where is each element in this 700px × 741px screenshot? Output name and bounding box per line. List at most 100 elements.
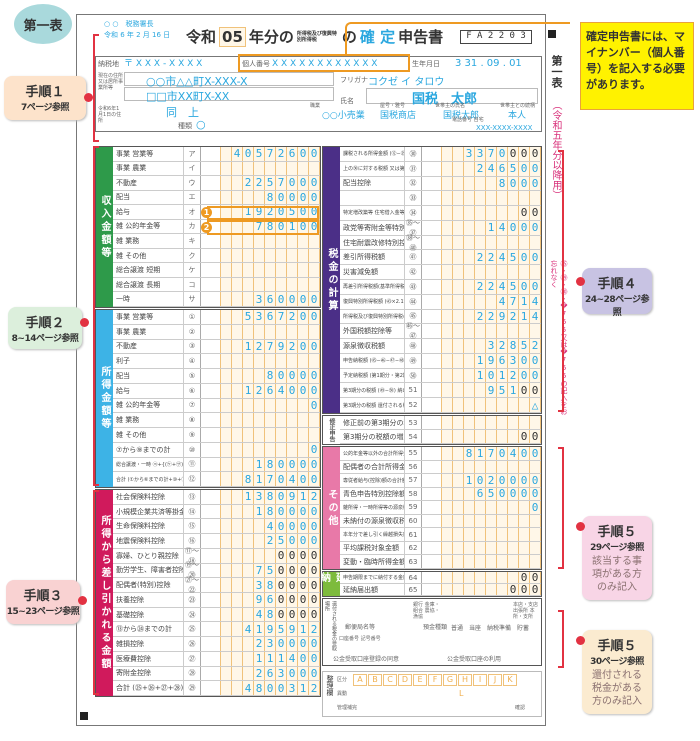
amount-digit-cell [475, 206, 486, 220]
row-label: 勤労学生、障害者控除 [113, 563, 184, 578]
name-field[interactable]: 国税 太郎 [412, 92, 478, 107]
mynumber-field[interactable]: X X X X X X X X X X X X [272, 59, 378, 69]
amount-field[interactable] [422, 416, 541, 429]
amount-digit-cell [475, 265, 486, 279]
birthdate-field[interactable]: 3 31 . 09 . 01 [455, 58, 522, 69]
deposit-type-option[interactable]: 納税準備 [487, 625, 512, 632]
furigana-field[interactable]: コクゼ イ タロウ [368, 77, 445, 88]
amount-field[interactable]: 0 [422, 501, 541, 514]
amount-field[interactable] [422, 514, 541, 528]
postal-code-field[interactable]: 〒 X X X - X X X X [124, 59, 203, 69]
amount-digit-cell [486, 294, 497, 309]
deposit-type-option[interactable]: 当座 [469, 625, 482, 632]
amount-digit-cell: 0 [309, 147, 320, 161]
amount-field[interactable]: 0 [201, 398, 320, 413]
amount-field[interactable] [201, 413, 320, 427]
amount-field[interactable] [201, 354, 320, 368]
amount-field[interactable] [201, 428, 320, 442]
yago-field[interactable]: 国税商店 [380, 111, 417, 121]
shurui-field[interactable]: ○ [196, 118, 206, 131]
amount-field[interactable] [422, 541, 541, 555]
tel-field[interactable]: XXX-XXXX-XXXX [476, 124, 533, 132]
amount-field[interactable] [201, 161, 320, 176]
amount-field[interactable] [201, 248, 320, 263]
job-field[interactable]: ○○小売業 [322, 111, 365, 121]
amount-digit-cell: 0 [519, 474, 530, 487]
amount-field[interactable] [422, 324, 541, 339]
amount-field[interactable]: 0 [201, 442, 320, 457]
amount-field[interactable] [422, 528, 541, 541]
amount-field[interactable]: △ [422, 398, 541, 412]
amount-field[interactable] [201, 234, 320, 248]
amount-field[interactable] [422, 191, 541, 206]
amount-field[interactable] [422, 265, 541, 279]
deposit-type-option[interactable]: 普通 [451, 625, 464, 632]
amount-digit-cell: 6 [265, 666, 276, 681]
amount-field[interactable] [201, 277, 320, 292]
jan1-address-field[interactable]: 同 上 [166, 106, 199, 119]
amount-field[interactable] [201, 263, 320, 277]
zokugara-field[interactable]: 本人 [508, 111, 527, 121]
amount-field[interactable] [201, 324, 320, 339]
deposit-type-option[interactable]: 貯蓄 [517, 625, 530, 632]
amount-digit-cell [276, 413, 287, 427]
kokin-use[interactable]: 公金受取口座の利用 [447, 656, 502, 663]
setainushi-field[interactable]: 国税太郎 [443, 111, 480, 121]
amount-field[interactable] [422, 460, 541, 474]
address-field[interactable]: ○○市△△町X-XXX-X [146, 75, 248, 88]
amount-field[interactable] [422, 555, 541, 568]
business-address-field[interactable]: □□市XX町X-XX [146, 90, 230, 103]
amount-field[interactable] [422, 235, 541, 250]
amount-digit-cell: 2 [287, 310, 298, 324]
kokin-consent[interactable]: 公金受取口座登録の同意 [333, 656, 400, 663]
step4-title: 手順４ [597, 277, 637, 292]
